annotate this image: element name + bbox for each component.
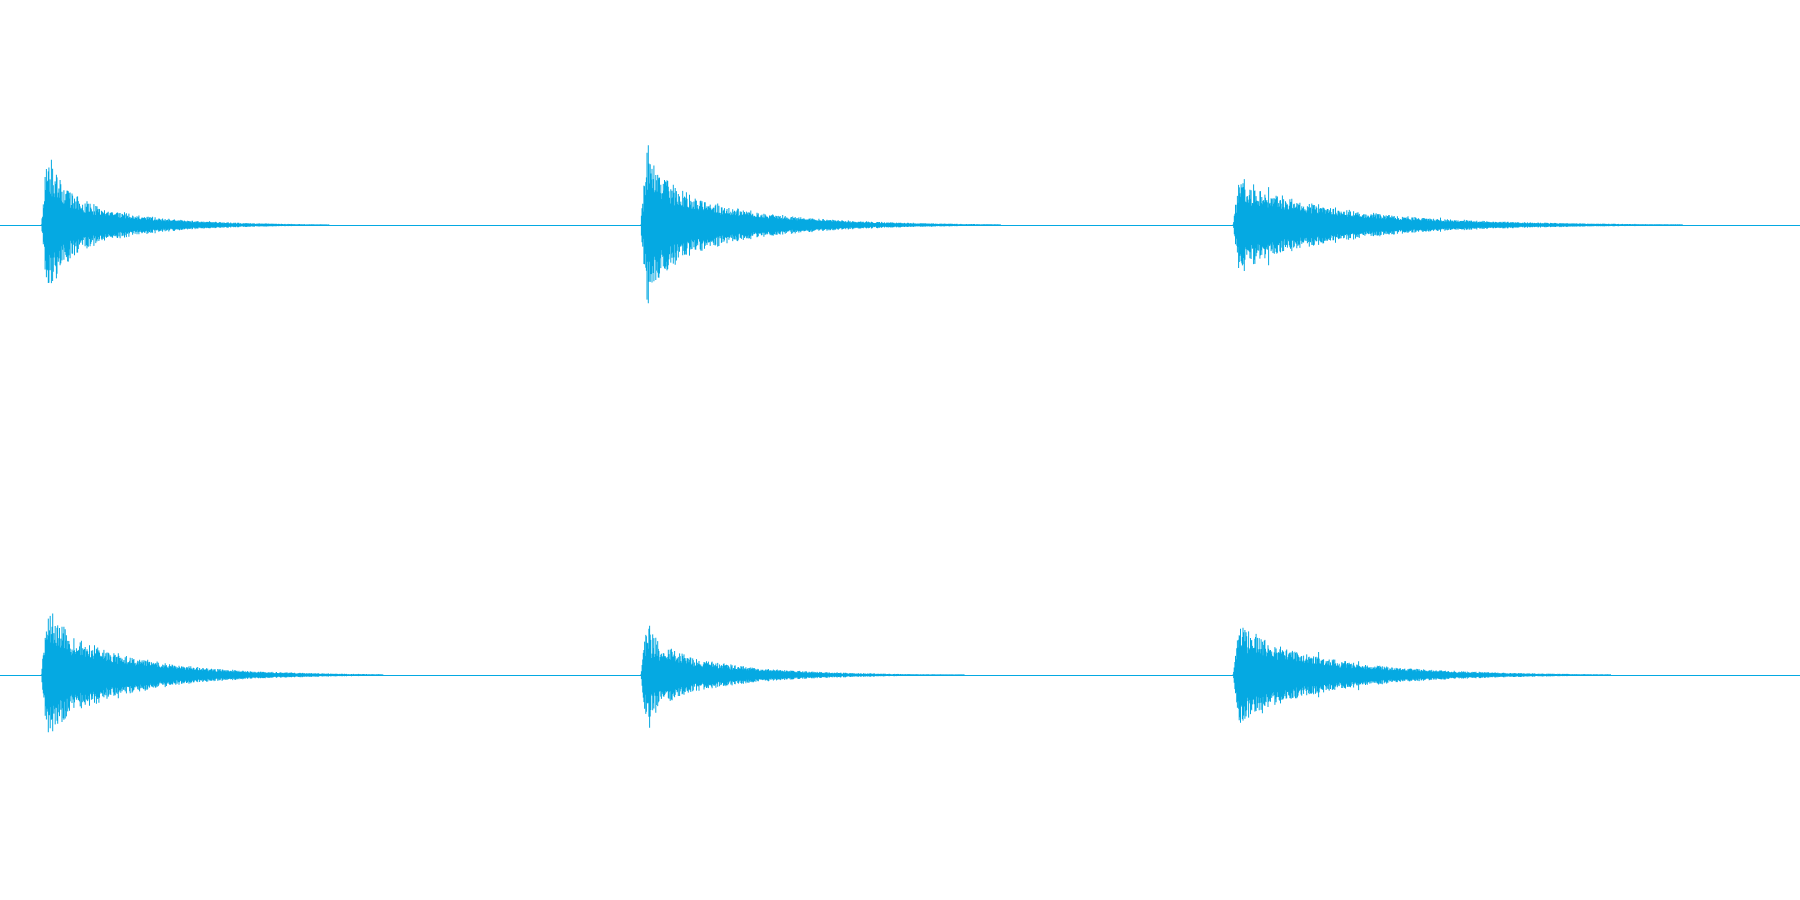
waveform-burst-3 <box>1232 627 1611 723</box>
channel-layer <box>0 145 1800 733</box>
waveform-burst-1 <box>40 613 384 733</box>
waveform-burst-2 <box>640 145 1001 304</box>
waveform-burst-2 <box>640 625 965 728</box>
channel-1 <box>0 145 1800 304</box>
waveform-burst-3 <box>1232 179 1683 271</box>
channel-2 <box>0 613 1800 733</box>
waveform-burst-1 <box>40 159 330 284</box>
